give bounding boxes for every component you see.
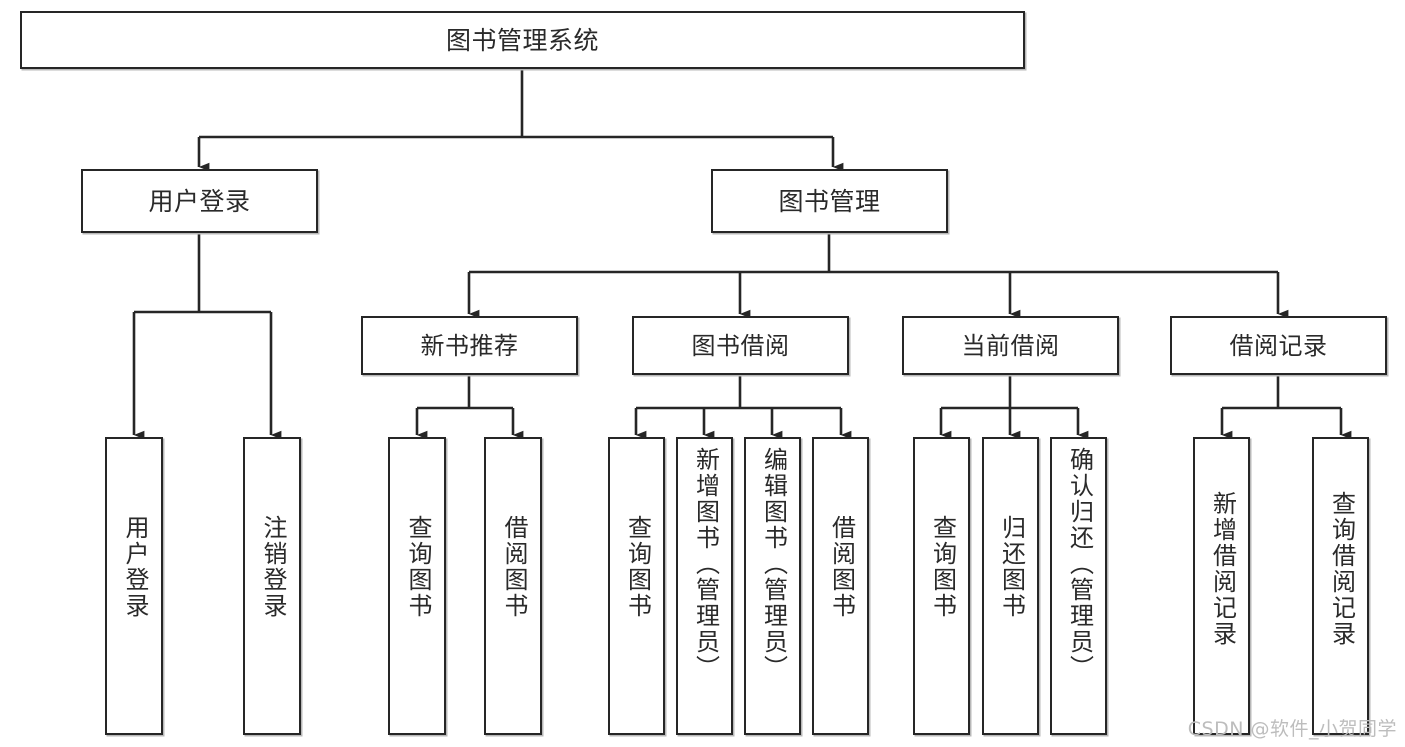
- node-book-borrowing[interactable]: 图书借阅: [632, 316, 849, 375]
- leaf-borrow-borrow-book[interactable]: 借阅图书: [812, 437, 869, 735]
- node-label: 借阅图书: [827, 515, 856, 619]
- node-label: 注销登录: [258, 515, 287, 619]
- leaf-current-query-book[interactable]: 查询图书: [913, 437, 970, 735]
- csdn-watermark: CSDN @软件_小贺同学: [1187, 718, 1397, 740]
- node-current-borrowing[interactable]: 当前借阅: [902, 316, 1119, 375]
- node-label: 新增图书（管理员）: [691, 447, 720, 681]
- node-label: 用户登录: [120, 515, 149, 619]
- node-borrow-records[interactable]: 借阅记录: [1170, 316, 1387, 375]
- node-label: 借阅记录: [1229, 331, 1328, 360]
- leaf-records-add-record[interactable]: 新增借阅记录: [1193, 437, 1250, 735]
- leaf-user-login-signin[interactable]: 用户登录: [105, 437, 163, 735]
- leaf-user-login-signout[interactable]: 注销登录: [243, 437, 301, 735]
- node-label: 归还图书: [997, 515, 1026, 619]
- node-user-login[interactable]: 用户登录: [81, 169, 318, 233]
- node-label: 查询图书: [928, 515, 957, 619]
- node-label: 查询图书: [403, 515, 432, 619]
- leaf-borrow-query-book[interactable]: 查询图书: [608, 437, 665, 735]
- leaf-borrow-edit-book-admin[interactable]: 编辑图书（管理员）: [744, 437, 801, 735]
- node-label: 新增借阅记录: [1208, 491, 1237, 647]
- node-label: 图书借阅: [691, 331, 790, 360]
- node-book-management[interactable]: 图书管理: [711, 169, 948, 233]
- leaf-new-book-borrow[interactable]: 借阅图书: [484, 437, 542, 735]
- node-label: 编辑图书（管理员）: [759, 447, 788, 681]
- node-label: 查询图书: [623, 515, 652, 619]
- node-label: 用户登录: [148, 186, 251, 216]
- leaf-current-confirm-return-admin[interactable]: 确认归还（管理员）: [1050, 437, 1107, 735]
- leaf-current-return-book[interactable]: 归还图书: [982, 437, 1039, 735]
- node-root-library-system[interactable]: 图书管理系统: [20, 11, 1025, 69]
- leaf-borrow-add-book-admin[interactable]: 新增图书（管理员）: [676, 437, 733, 735]
- node-new-book-recommend[interactable]: 新书推荐: [361, 316, 578, 375]
- node-label: 图书管理系统: [445, 25, 599, 55]
- node-label: 当前借阅: [961, 331, 1060, 360]
- node-label: 图书管理: [778, 186, 881, 216]
- node-label: 查询借阅记录: [1327, 491, 1356, 647]
- leaf-records-query-record[interactable]: 查询借阅记录: [1312, 437, 1369, 735]
- node-label: 确认归还（管理员）: [1065, 447, 1094, 681]
- node-label: 借阅图书: [499, 515, 528, 619]
- node-label: 新书推荐: [420, 331, 519, 360]
- leaf-new-book-query[interactable]: 查询图书: [388, 437, 446, 735]
